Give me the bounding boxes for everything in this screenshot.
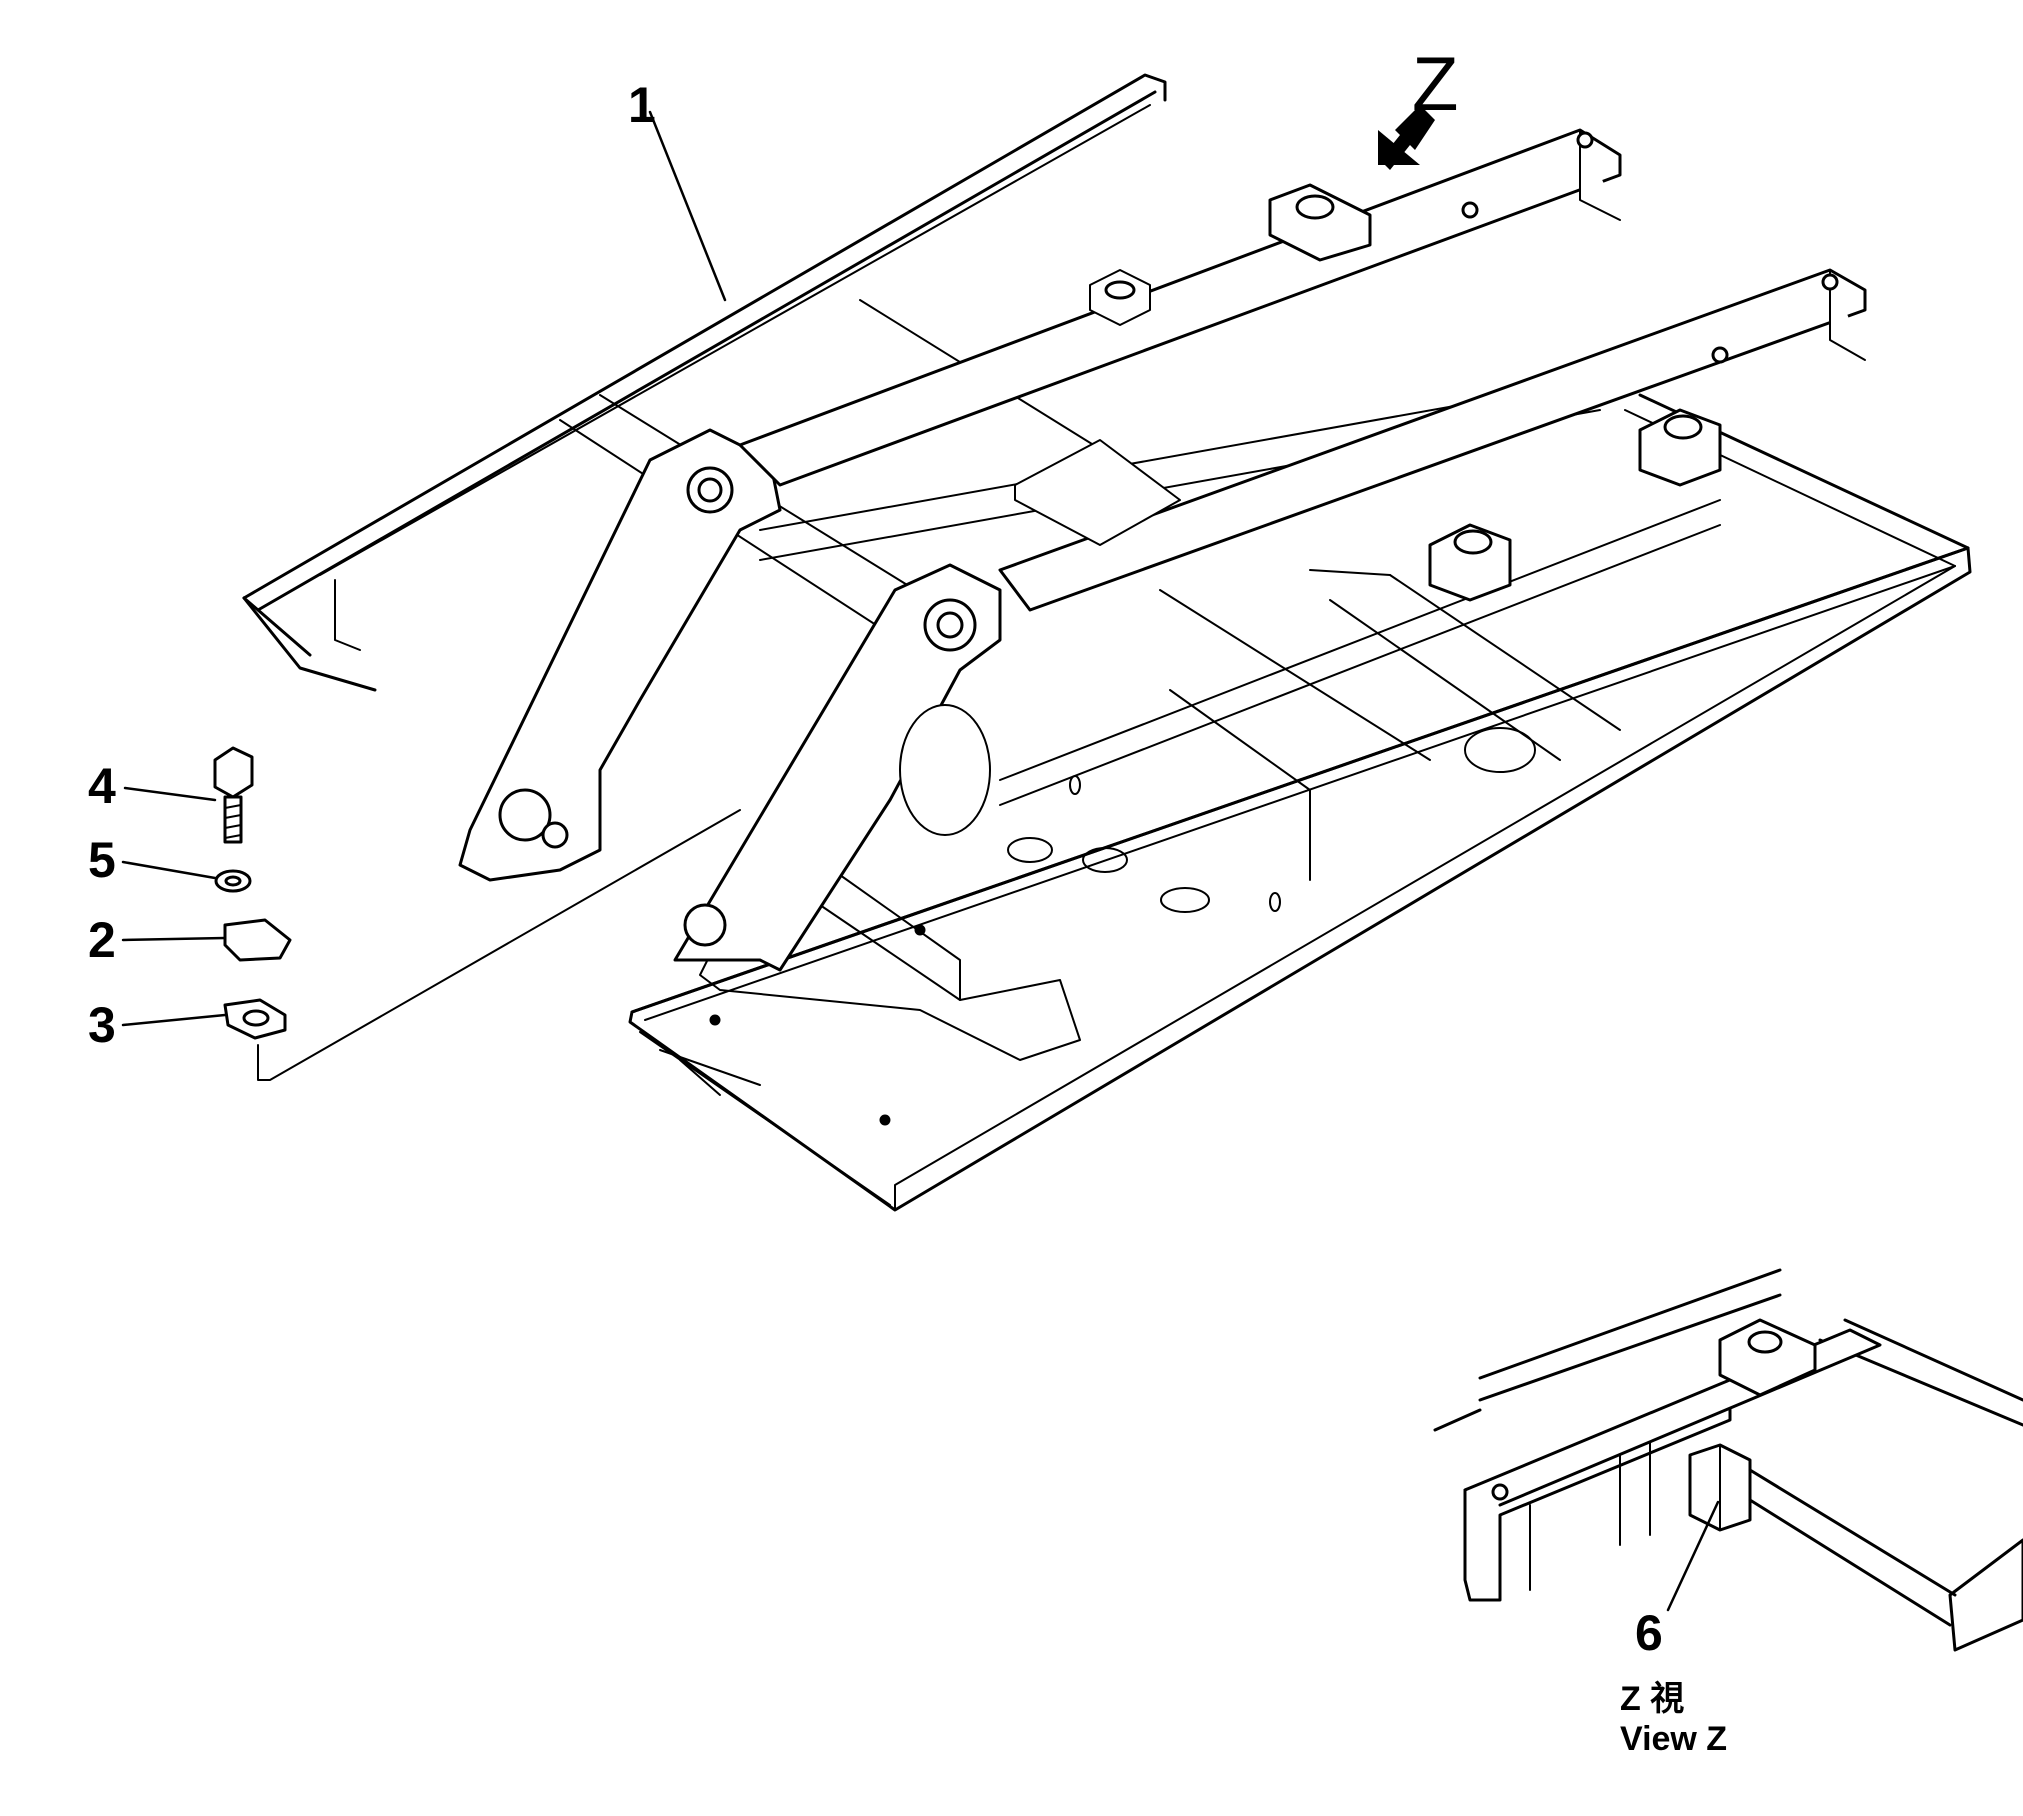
boom-bracket-right [673, 563, 1002, 972]
boom-bracket-left [458, 428, 782, 882]
view-z-arrow [1378, 105, 1435, 170]
cover-plate-icon [223, 918, 292, 962]
view-caption-jp: Z 視 [1620, 1680, 1684, 1718]
detail-view-z [1433, 1268, 2023, 1652]
callout-leaders [121, 110, 727, 1027]
gasket-icon [223, 998, 287, 1040]
callout-2: 2 [88, 912, 116, 968]
view-letter-z: Z [1412, 42, 1458, 127]
revolving-frame [242, 73, 1972, 1212]
callout-6-leader [1666, 1500, 1720, 1612]
callout-6: 6 [1635, 1605, 1663, 1661]
parts-leader-line [257, 809, 741, 1081]
callout-3: 3 [88, 997, 116, 1053]
lock-washer-icon [214, 869, 252, 893]
callout-1: 1 [628, 77, 656, 133]
bolt-icon [213, 746, 254, 844]
upper-rails [738, 128, 1867, 612]
callout-4: 4 [88, 758, 116, 814]
callout-5: 5 [88, 832, 116, 888]
view-caption-en: View Z [1620, 1720, 1727, 1758]
